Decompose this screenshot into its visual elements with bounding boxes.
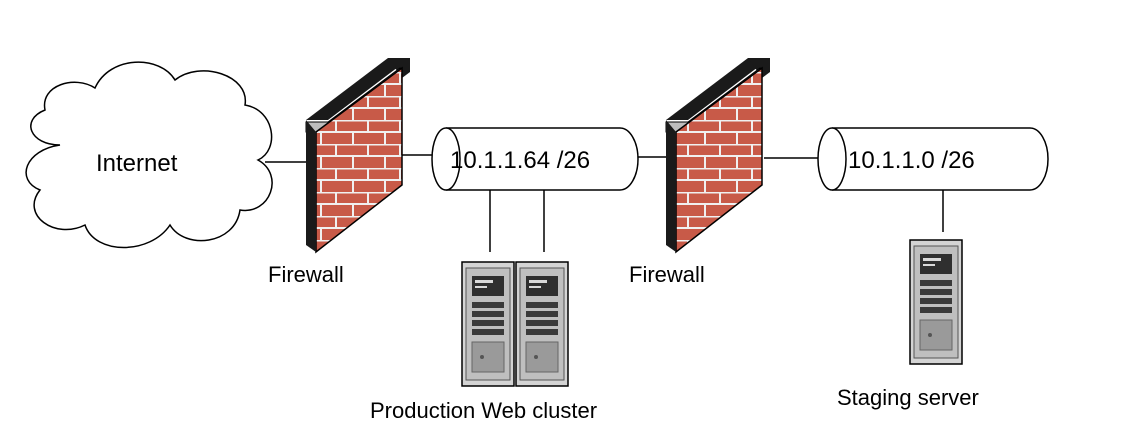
staging-server-label: Staging server xyxy=(837,385,979,410)
network-a-label: 10.1.1.64 /26 xyxy=(450,147,590,174)
firewall-2 xyxy=(665,58,770,254)
internet-cloud xyxy=(25,61,273,249)
firewall-1 xyxy=(305,58,410,254)
production-server-2 xyxy=(515,261,569,387)
network-b-label: 10.1.1.0 /26 xyxy=(848,147,975,174)
internet-label: Internet xyxy=(96,150,178,177)
network-segment-a xyxy=(431,127,639,191)
firewall-1-label: Firewall xyxy=(268,262,344,287)
staging-server xyxy=(909,239,963,365)
network-segment-b xyxy=(817,127,1049,191)
production-server-1 xyxy=(461,261,515,387)
firewall-2-label: Firewall xyxy=(629,262,705,287)
production-cluster-label: Production Web cluster xyxy=(370,398,597,423)
